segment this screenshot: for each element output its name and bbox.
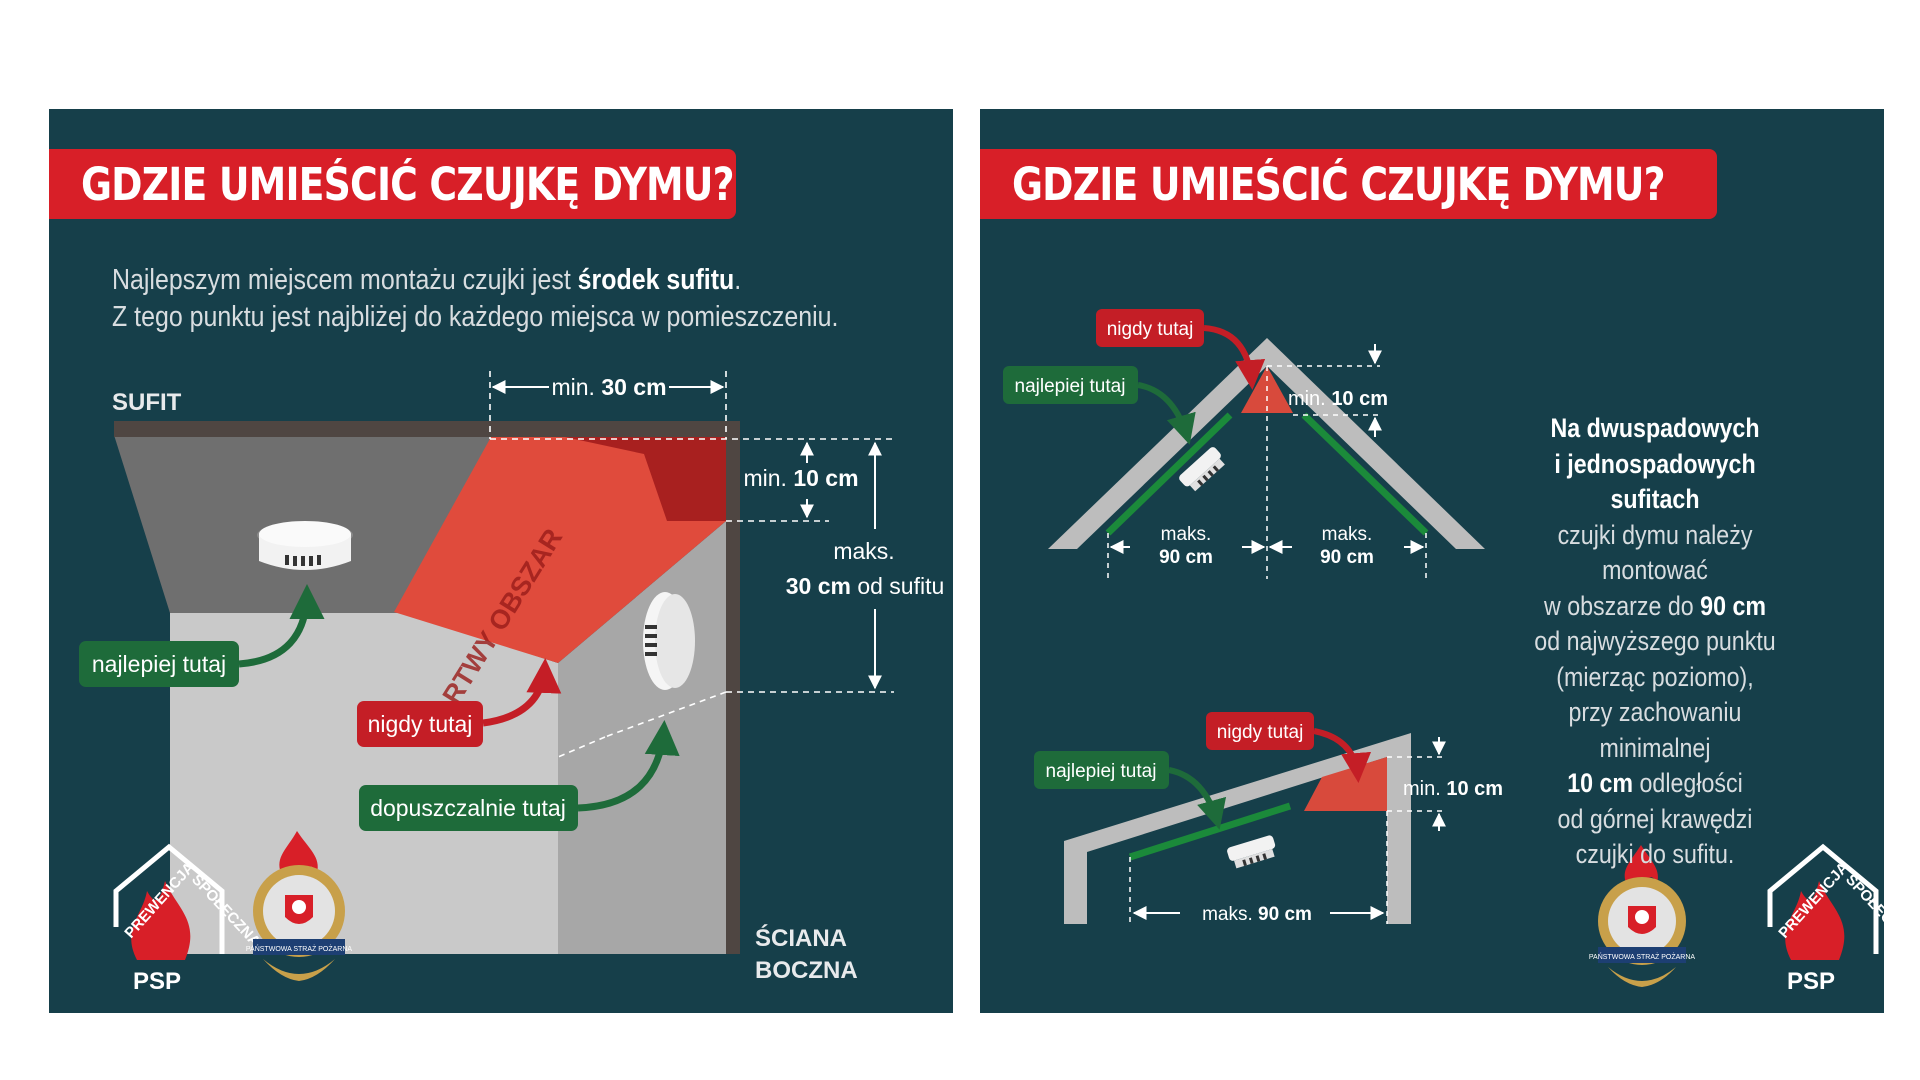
svg-text:najlepiej tutaj: najlepiej tutaj (1046, 761, 1157, 782)
gable-green-right (1301, 412, 1429, 536)
shed-tag-best: najlepiej tutaj (1034, 751, 1227, 830)
shed-dim-text: maks. 90 cm (1202, 904, 1312, 925)
shed-guides (1129, 756, 1445, 924)
right-title: GDZIE UMIEŚCIĆ CZUJKĘ DYMU? (1012, 157, 1666, 211)
svg-text:PAŃSTWOWA STRAŻ POŻARNA: PAŃSTWOWA STRAŻ POŻARNA (246, 944, 353, 953)
dim-top-text: min. 30 cm (551, 374, 666, 400)
gable-guides (1107, 365, 1427, 579)
ceiling-edge (114, 421, 740, 437)
right-title-bar: GDZIE UMIEŚCIĆ CZUJKĘ DYMU? (980, 149, 1717, 219)
svg-text:nigdy tutaj: nigdy tutaj (1107, 319, 1194, 340)
gable-tag-never: nigdy tutaj (1096, 309, 1266, 390)
svg-text:nigdy tutaj: nigdy tutaj (368, 711, 473, 737)
rtext-line-2: i jednospadowych sufitach (1554, 448, 1756, 515)
wall-smoke-detector (643, 592, 695, 690)
rtext-line-8: 10 cm odległości (1567, 768, 1743, 798)
svg-text:nigdy tutaj: nigdy tutaj (1217, 722, 1304, 743)
room-diagram: MARTWY OBSZAR (79, 371, 945, 995)
rtext-line-1: Na dwuspadowych (1550, 413, 1760, 443)
gable-tag-best: najlepiej tutaj (1003, 366, 1196, 445)
left-infographic-panel: GDZIE UMIEŚCIĆ CZUJKĘ DYMU? Najlepszym m… (49, 109, 953, 1013)
svg-text:PSP: PSP (1787, 968, 1835, 995)
gable-dim-right-maks: maks. (1322, 524, 1373, 545)
gable-dim-left-maks: maks. (1161, 524, 1212, 545)
svg-text:najlepiej tutaj: najlepiej tutaj (1015, 376, 1126, 397)
svg-text:najlepiej tutaj: najlepiej tutaj (92, 651, 226, 677)
wall-label-line2: BOCZNA (755, 957, 858, 984)
right-infographic-panel: GDZIE UMIEŚCIĆ CZUJKĘ DYMU? min. 10 cm (980, 109, 1884, 1013)
tag-best-here: najlepiej tutaj (79, 584, 325, 687)
wall-label-line1: ŚCIANA (755, 924, 847, 952)
tag-allowed-here: dopuszczalnie tutaj (359, 720, 680, 831)
rtext-line-3: czujki dymu należy montować (1557, 519, 1753, 586)
intro-line-2: Z tego punktu jest najbliżej do każdego … (112, 301, 839, 333)
gable-smoke-detector (1179, 447, 1225, 492)
rtext-line-6: (mierząc poziomo), (1556, 661, 1754, 692)
ceiling-smoke-detector (257, 521, 353, 570)
psp-emblem: PAŃSTWOWA STRAŻ POŻARNA (246, 831, 353, 981)
side-wall-edge (726, 421, 740, 954)
intro-line-1: Najlepszym miejscem montażu czujki jest … (112, 264, 742, 296)
gable-dim-min: min. 10 cm (1288, 388, 1388, 410)
shed-smoke-detector (1227, 835, 1276, 869)
shed-dim-min: min. 10 cm (1403, 778, 1503, 800)
rtext-line-10: czujki do sufitu. (1575, 839, 1735, 869)
dim-small-text: min. 10 cm (743, 465, 858, 491)
rtext-line-4: w obszarze do 90 cm (1543, 590, 1767, 621)
rtext-line-9: od górnej krawędzi (1557, 803, 1753, 834)
svg-text:dopuszczalnie tutaj: dopuszczalnie tutaj (370, 795, 566, 821)
psp-emblem: PAŃSTWOWA STRAŻ POŻARNA (1589, 845, 1696, 987)
dimension-guides (489, 371, 894, 758)
shed-green (1128, 802, 1292, 861)
ceiling-label: SUFIT (112, 389, 182, 416)
left-intro-text: Najlepszym miejscem montażu czujki jest … (112, 262, 838, 336)
back-wall (170, 613, 558, 954)
right-explanation-text: Na dwuspadowych i jednospadowych sufitac… (1513, 411, 1797, 873)
gable-dim-right-90: 90 cm (1320, 547, 1374, 568)
gable-dim-left-90: 90 cm (1159, 547, 1213, 568)
rtext-line-5: od najwyższego punktu (1534, 626, 1776, 656)
dead-zone (394, 437, 726, 663)
roof-diagrams: min. 10 cm maks. 90 cm maks. 90 cm nigdy… (1003, 309, 1884, 995)
left-title-bar: GDZIE UMIEŚCIĆ CZUJKĘ DYMU? (49, 149, 736, 219)
tag-never-here: nigdy tutaj (357, 658, 562, 747)
left-title: GDZIE UMIEŚCIĆ CZUJKĘ DYMU? (81, 157, 735, 211)
shed-tag-never: nigdy tutaj (1206, 712, 1372, 783)
rtext-line-7: przy zachowaniu minimalnej (1568, 697, 1742, 763)
dim-max-line2: 30 cm od sufitu (786, 573, 945, 599)
dim-max-line1: maks. (833, 538, 894, 564)
svg-text:PAŃSTWOWA STRAŻ POŻARNA: PAŃSTWOWA STRAŻ POŻARNA (1589, 952, 1696, 961)
dead-zone-dark (565, 437, 726, 521)
svg-text:PSP: PSP (133, 968, 181, 995)
gable-green-left (1105, 412, 1233, 536)
